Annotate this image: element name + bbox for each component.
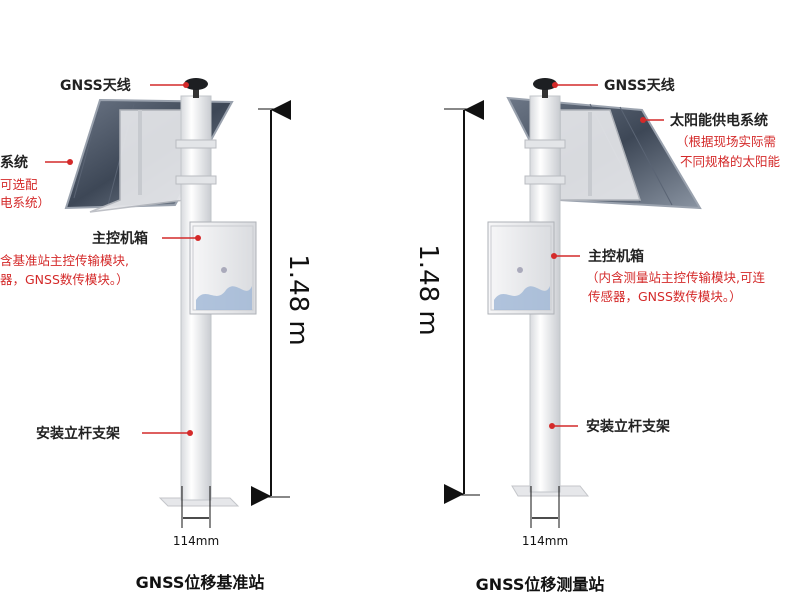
right-solar-note-2: 不同规格的太阳能 xyxy=(680,154,781,169)
right-height-label: 1.48 m xyxy=(413,244,443,335)
left-diameter-label: 114mm xyxy=(173,534,219,548)
left-box-note-2: 器，GNSS数传模块。） xyxy=(0,272,129,287)
left-height-label: 1.48 m xyxy=(283,254,313,345)
left-caption: GNSS位移基准站 xyxy=(136,573,265,592)
right-station: 1.48 m 114mm GNSS天线 太阳能供电系统 （根据现场实际需 不同规… xyxy=(413,77,781,594)
right-solar-label: 太阳能供电系统 xyxy=(670,112,768,129)
left-solar-label: 系统 xyxy=(0,154,28,171)
left-station: 1.48 m 114mm GNSS天线 系统 可选配 电系统） 主控机箱 含基准… xyxy=(0,77,313,592)
right-antenna-label: GNSS天线 xyxy=(604,77,675,94)
left-pole-label: 安装立杆支架 xyxy=(36,425,120,442)
right-box-label: 主控机箱 xyxy=(588,248,644,265)
right-pole-label: 安装立杆支架 xyxy=(586,418,670,435)
right-box-note-2: 传感器，GNSS数传模块。） xyxy=(588,289,742,304)
left-box-note-1: 含基准站主控传输模块, xyxy=(0,253,129,268)
left-antenna-label: GNSS天线 xyxy=(60,77,131,94)
right-gnss-antenna xyxy=(533,78,557,90)
right-diameter-label: 114mm xyxy=(522,534,568,548)
left-solar-note-2: 电系统） xyxy=(0,195,50,210)
right-caption: GNSS位移测量站 xyxy=(476,575,605,594)
left-gnss-antenna xyxy=(184,78,208,90)
left-solar-note-1: 可选配 xyxy=(0,177,38,192)
right-box-note-1: （内含测量站主控传输模块,可连 xyxy=(586,270,765,285)
left-box-label: 主控机箱 xyxy=(92,230,148,247)
right-solar-note-1: （根据现场实际需 xyxy=(676,134,776,149)
left-panel-bracket xyxy=(89,109,186,213)
